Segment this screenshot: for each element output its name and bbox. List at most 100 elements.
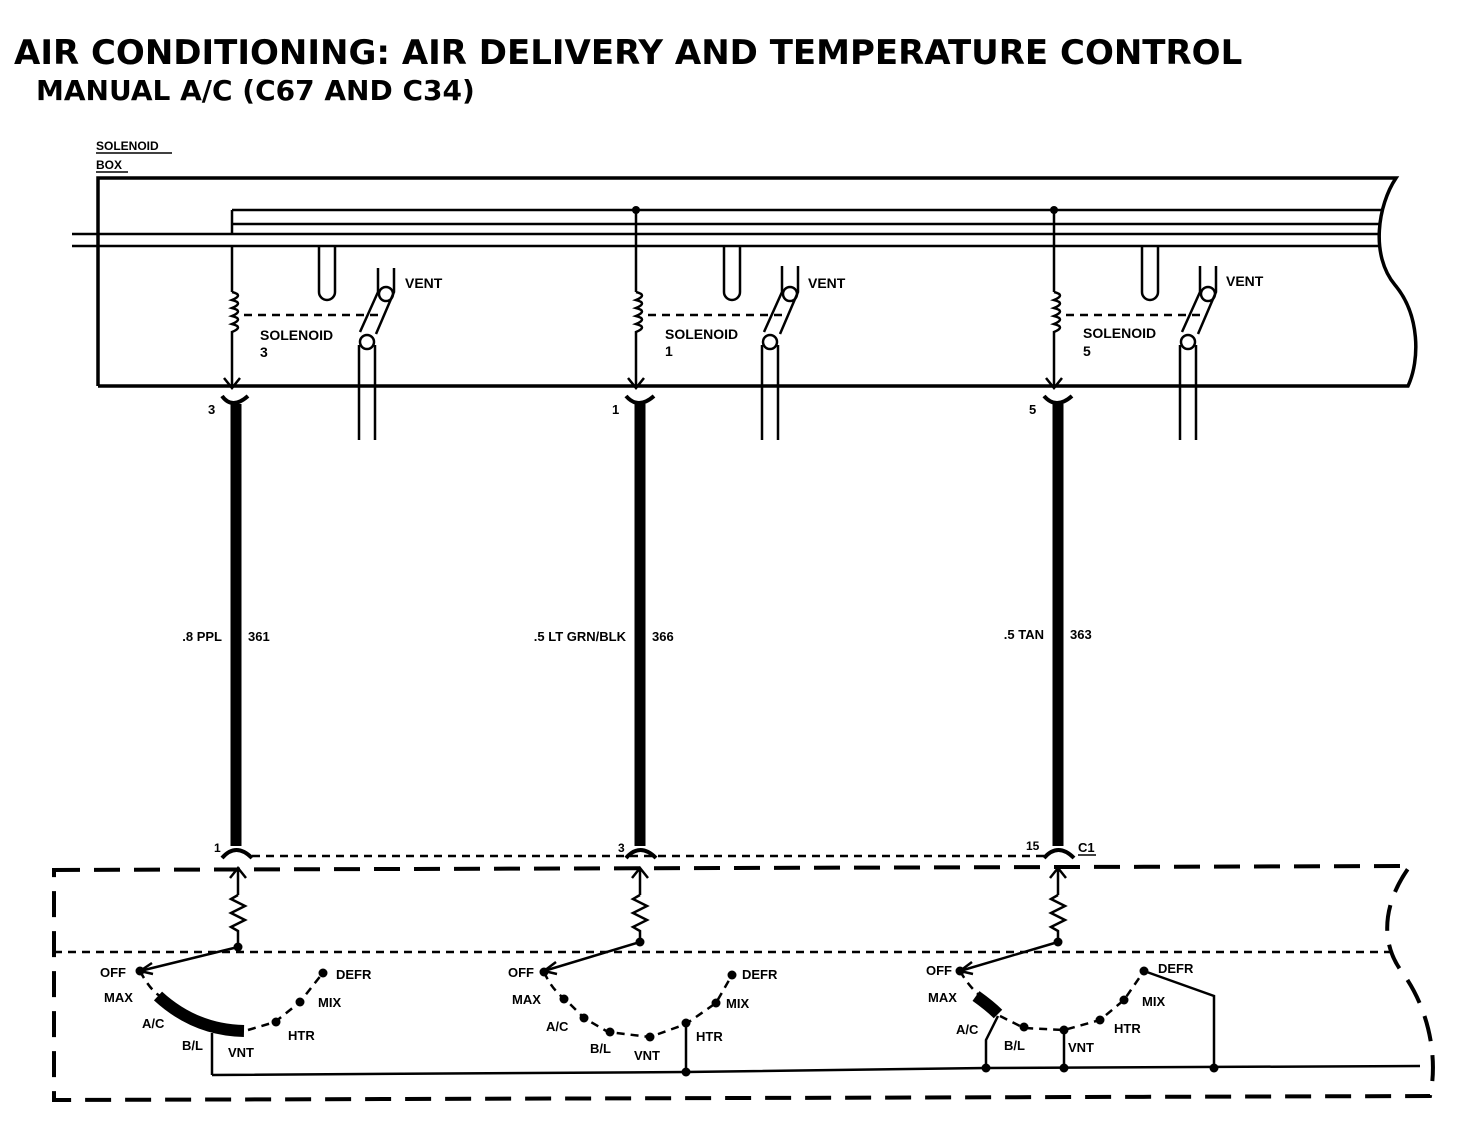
- switch-pin-number: 15: [1026, 839, 1040, 853]
- switch-connector-cup: [220, 848, 254, 860]
- pos-ac: A/C: [956, 1022, 979, 1037]
- pos-off: OFF: [926, 963, 952, 978]
- pos-mix: MIX: [1142, 994, 1165, 1009]
- resistor: [228, 893, 248, 947]
- diagram-title: AIR CONDITIONING: AIR DELIVERY AND TEMPE…: [14, 33, 1242, 73]
- switch-pin-number: 3: [618, 841, 625, 855]
- connector-c1-label: C1: [1078, 840, 1095, 855]
- pos-off: OFF: [100, 965, 126, 980]
- switch-contact: [1119, 995, 1129, 1005]
- control-assembly-outline: [52, 863, 1435, 1103]
- switch-arrow: [1049, 865, 1067, 895]
- switch-arc: [958, 970, 979, 995]
- switch-arrow: [631, 865, 649, 895]
- solenoid-number: 5: [1083, 343, 1091, 359]
- switch-arc: [542, 971, 734, 1039]
- mode-switch-1: OFF MAX A/C B/L VNT HTR MIX DEFR: [100, 965, 372, 1075]
- box-pin-number: 5: [1029, 402, 1036, 417]
- vent-label: VENT: [808, 275, 846, 291]
- pos-vnt: VNT: [634, 1048, 660, 1063]
- switch-contact: [271, 1017, 281, 1027]
- pos-htr: HTR: [288, 1028, 315, 1043]
- wiper-arm: [139, 945, 239, 973]
- mode-switch-3: OFF MAX A/C B/L VNT HTR MIX DEFR: [926, 961, 1216, 1068]
- vent-label: VENT: [1226, 273, 1264, 289]
- switch-contact: [727, 970, 737, 980]
- bus-junction: [681, 1067, 691, 1077]
- vent-valve-port: [1199, 285, 1217, 303]
- solenoid-coil: [632, 290, 644, 386]
- connector-arrow: [1045, 377, 1063, 391]
- switch-contact: [295, 997, 305, 1007]
- wiper-arm: [543, 940, 641, 973]
- vent-valve-port: [761, 333, 779, 351]
- pos-max: MAX: [928, 990, 957, 1005]
- vacuum-port-loop: [317, 246, 337, 302]
- connector-arrow: [223, 377, 241, 391]
- vacuum-port-loop: [1140, 246, 1160, 302]
- solenoid-label: SOLENOID: [260, 327, 333, 343]
- circuit-number: 363: [1070, 627, 1092, 642]
- solenoid-label: SOLENOID: [1083, 325, 1156, 341]
- vent-valve-port: [358, 333, 376, 351]
- box-pin-number: 3: [208, 402, 215, 417]
- solenoid-box-label-line2: BOX: [96, 158, 122, 172]
- solenoid-number: 3: [260, 344, 268, 360]
- solenoid-box-label-line1: SOLENOID: [96, 139, 159, 153]
- pos-bl: B/L: [182, 1038, 203, 1053]
- switch-contact: [559, 994, 569, 1004]
- solenoid-coil: [1050, 290, 1062, 386]
- pos-defr: DEFR: [742, 967, 778, 982]
- circuit-number: 366: [652, 629, 674, 644]
- switch-arc: [999, 970, 1146, 1032]
- circuit-solenoid-3: VENT SOLENOID 3 3 .8 PPL 361 1: [136, 246, 443, 976]
- switch-contact: [318, 968, 328, 978]
- vacuum-port-loop: [722, 246, 742, 302]
- wire-size-color: .8 PPL: [182, 629, 222, 644]
- pos-mix: MIX: [726, 996, 749, 1011]
- circuit-solenoid-1: VENT SOLENOID 1 1 .5 LT GRN/BLK 366 3: [534, 210, 846, 976]
- pos-defr: DEFR: [1158, 961, 1194, 976]
- pos-mix: MIX: [318, 995, 341, 1010]
- connector-arrow: [627, 377, 645, 391]
- solenoid-box-outline: [96, 176, 1418, 388]
- pos-ac: A/C: [546, 1019, 569, 1034]
- pos-ac: A/C: [142, 1016, 165, 1031]
- wiper-arm: [959, 940, 1059, 973]
- switch-contact: [605, 1027, 615, 1037]
- switch-bridge-contact: [153, 991, 245, 1037]
- vent-valve-output-hose: [357, 345, 377, 440]
- solenoid-number: 1: [665, 343, 673, 359]
- pos-htr: HTR: [696, 1029, 723, 1044]
- bus-junction: [1059, 1063, 1069, 1073]
- pos-bl: B/L: [590, 1041, 611, 1056]
- circuit-number: 361: [248, 629, 270, 644]
- box-connector-cup: [1042, 394, 1074, 405]
- box-connector-cup: [220, 394, 250, 405]
- pos-max: MAX: [512, 992, 541, 1007]
- solenoid-label: SOLENOID: [665, 326, 738, 342]
- vent-valve-port: [781, 285, 799, 303]
- switch-arc: [247, 973, 323, 1032]
- vent-valve-output-hose: [1178, 345, 1198, 440]
- defr-link: [1143, 969, 1216, 1068]
- bus-junction: [1209, 1063, 1219, 1073]
- pos-bl: B/L: [1004, 1038, 1025, 1053]
- wire-size-color: .5 LT GRN/BLK: [534, 629, 627, 644]
- pos-vnt: VNT: [228, 1045, 254, 1060]
- box-pin-number: 1: [612, 402, 619, 417]
- resistor: [1048, 893, 1068, 942]
- switch-contact: [711, 998, 721, 1008]
- pos-htr: HTR: [1114, 1021, 1141, 1036]
- switch-contact: [645, 1032, 655, 1042]
- diagram-subtitle: MANUAL A/C (C67 AND C34): [36, 74, 475, 107]
- mode-switch-2: OFF MAX A/C B/L VNT HTR MIX DEFR: [508, 965, 778, 1072]
- common-ground-bus: [211, 1064, 1421, 1077]
- bus-junction: [981, 1063, 991, 1073]
- switch-pin-number: 1: [214, 841, 221, 855]
- switch-connector-cup: [624, 848, 658, 860]
- switch-connector-cup: [1042, 848, 1076, 860]
- vent-valve-output-hose: [760, 345, 780, 440]
- switch-arc: [138, 970, 161, 998]
